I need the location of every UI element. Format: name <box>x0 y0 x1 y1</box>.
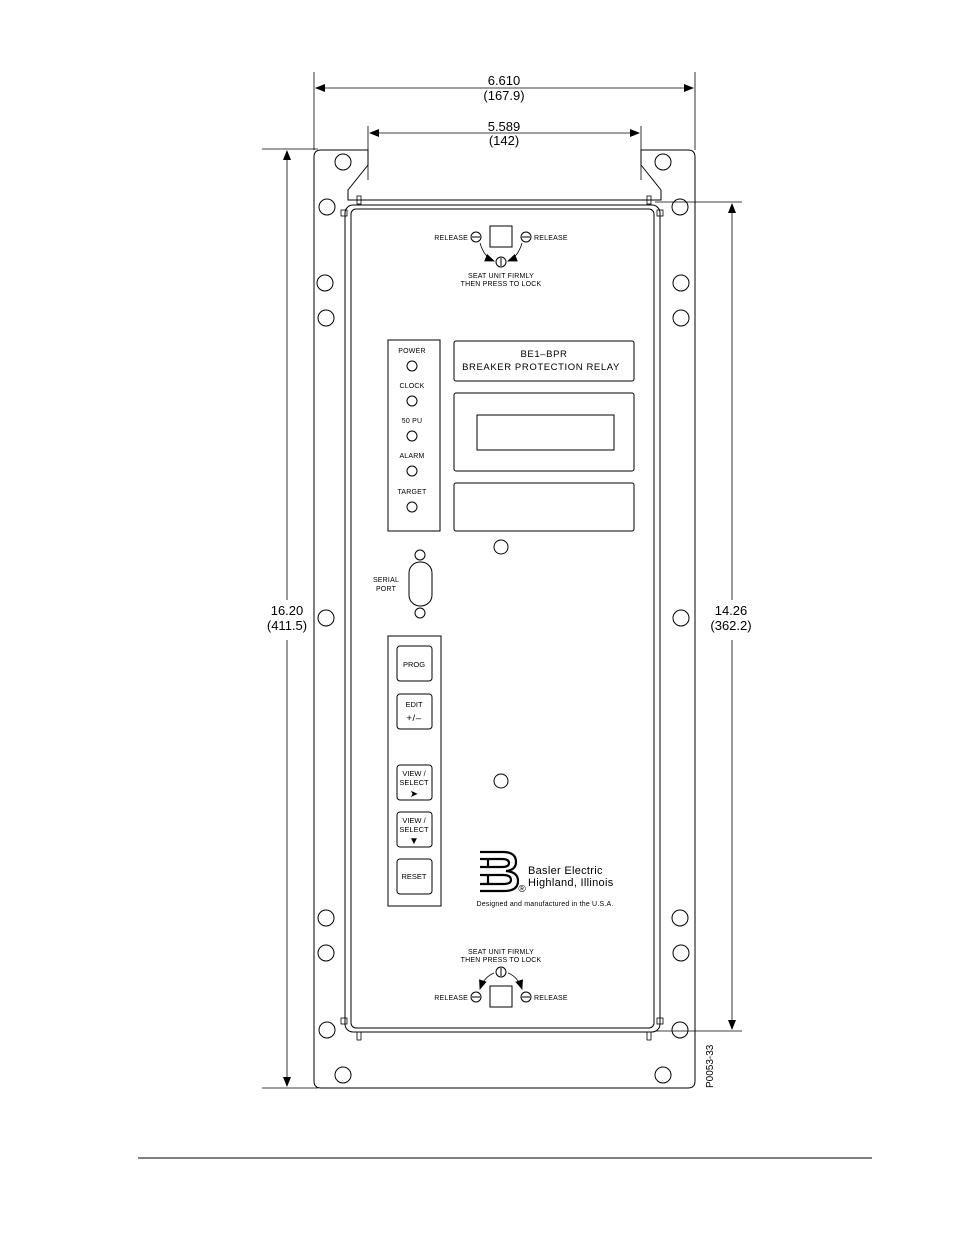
serial-port-bottom-screw-icon <box>414 607 426 619</box>
bottom-latch: SEAT UNIT FIRMLY THEN PRESS TO LOCK RELE… <box>434 949 568 1008</box>
indicator-label-target: TARGET <box>397 489 427 496</box>
bottom-release-right-screw-icon[interactable] <box>520 991 532 1003</box>
dimension-overall-height: 16.20 (411.5) <box>262 148 318 1089</box>
top-release-right-label: RELEASE <box>534 235 568 242</box>
arrow-down-icon: ▼ <box>409 836 419 847</box>
serial-port-label-line2: PORT <box>376 586 397 593</box>
top-release-right-screw-icon[interactable] <box>520 231 532 243</box>
serial-port-label-line1: SERIAL <box>373 577 399 584</box>
basler-logo: Basler Electric Highland, Illinois ® Des… <box>477 850 614 908</box>
dimension-panel-height: 14.26 (362.2) <box>655 201 752 1032</box>
target-led-icon <box>406 501 418 513</box>
drawing-number: P0053-33 <box>705 1044 716 1088</box>
top-release-left-label: RELEASE <box>434 235 468 242</box>
company-name: Basler Electric <box>528 865 603 877</box>
view-select-down-label-line2: SELECT <box>399 825 429 834</box>
view-select-down-button[interactable]: VIEW / SELECT ▼ <box>396 811 433 848</box>
bottom-release-left-screw-icon[interactable] <box>470 991 482 1003</box>
indicator-label-power: POWER <box>398 348 425 355</box>
50pu-led-icon <box>406 430 418 442</box>
product-model: BE1–BPR <box>521 349 568 360</box>
indicator-label-50pu: 50 PU <box>402 418 422 425</box>
indicator-label-clock: CLOCK <box>399 383 424 390</box>
top-lock-screw-icon <box>495 256 507 268</box>
button-panel: PROG EDIT +/– VIEW / SELECT ➤ VIEW / SEL… <box>387 635 442 907</box>
top-latch: RELEASE RELEASE SEAT UNIT FIRMLY THEN PR… <box>434 225 568 288</box>
indicator-panel: POWER CLOCK 50 PU ALARM TARGET <box>387 339 441 532</box>
panel-screw-lower-icon <box>493 773 509 789</box>
indicator-label-alarm: ALARM <box>399 453 424 460</box>
panel-screw-upper-icon <box>493 539 509 555</box>
top-latch-button[interactable] <box>489 225 513 248</box>
prog-button-label: PROG <box>403 660 425 669</box>
top-release-left-screw-icon[interactable] <box>470 231 482 243</box>
view-select-right-button[interactable]: VIEW / SELECT ➤ <box>396 764 433 801</box>
bottom-release-left-label: RELEASE <box>434 995 468 1002</box>
power-led-icon <box>406 360 418 372</box>
top-seat-line1: SEAT UNIT FIRMLY <box>468 273 534 280</box>
label-area <box>453 482 635 532</box>
edit-button[interactable]: EDIT +/– <box>396 693 433 730</box>
mounting-plate <box>313 149 696 1089</box>
serial-port-connector[interactable] <box>408 561 433 607</box>
reset-button-label: RESET <box>401 872 426 881</box>
edit-button-label: EDIT <box>405 700 423 709</box>
basler-b-logo-icon <box>480 850 520 893</box>
clock-led-icon <box>406 395 418 407</box>
reset-button[interactable]: RESET <box>396 858 433 895</box>
prog-button[interactable]: PROG <box>396 645 433 682</box>
edit-button-plus-minus: +/– <box>406 713 421 724</box>
serial-port-top-screw-icon <box>414 549 426 561</box>
cutout-width-mm: (142) <box>489 133 519 148</box>
bottom-lock-screw-icon <box>495 966 507 978</box>
overall-width-mm: (167.9) <box>483 88 524 103</box>
dimension-overall-width: 6.610 (167.9) <box>313 72 696 150</box>
bottom-seat-line2: THEN PRESS TO LOCK <box>461 957 542 964</box>
title-box: BE1–BPR BREAKER PROTECTION RELAY <box>453 340 635 382</box>
lcd-display <box>453 392 635 472</box>
dimension-cutout-width: 5.589 (142) <box>367 119 642 180</box>
overall-height-mm: (411.5) <box>267 618 307 633</box>
registered-mark: ® <box>518 884 526 895</box>
serial-port: SERIAL PORT <box>373 549 433 619</box>
mounting-holes <box>316 153 690 1084</box>
bottom-seat-line1: SEAT UNIT FIRMLY <box>468 949 534 956</box>
bottom-latch-button[interactable] <box>489 985 513 1008</box>
top-seat-line2: THEN PRESS TO LOCK <box>461 281 542 288</box>
product-description: BREAKER PROTECTION RELAY <box>462 362 620 373</box>
panel-height-mm: (362.2) <box>710 618 751 633</box>
made-in-usa-tagline: Designed and manufactured in the U.S.A. <box>477 901 614 908</box>
panel-height-value: 14.26 <box>715 603 748 618</box>
alarm-led-icon <box>406 465 418 477</box>
cutout-width-value: 5.589 <box>488 119 521 134</box>
view-select-right-label-line1: VIEW / <box>402 769 426 778</box>
bottom-release-right-label: RELEASE <box>534 995 568 1002</box>
overall-width-value: 6.610 <box>488 73 521 88</box>
company-location: Highland, Illinois <box>528 877 614 889</box>
view-select-right-label-line2: SELECT <box>399 778 429 787</box>
overall-height-value: 16.20 <box>271 603 304 618</box>
view-select-down-label-line1: VIEW / <box>402 816 426 825</box>
front-panel <box>344 204 661 1033</box>
arrow-right-icon: ➤ <box>410 789 418 800</box>
